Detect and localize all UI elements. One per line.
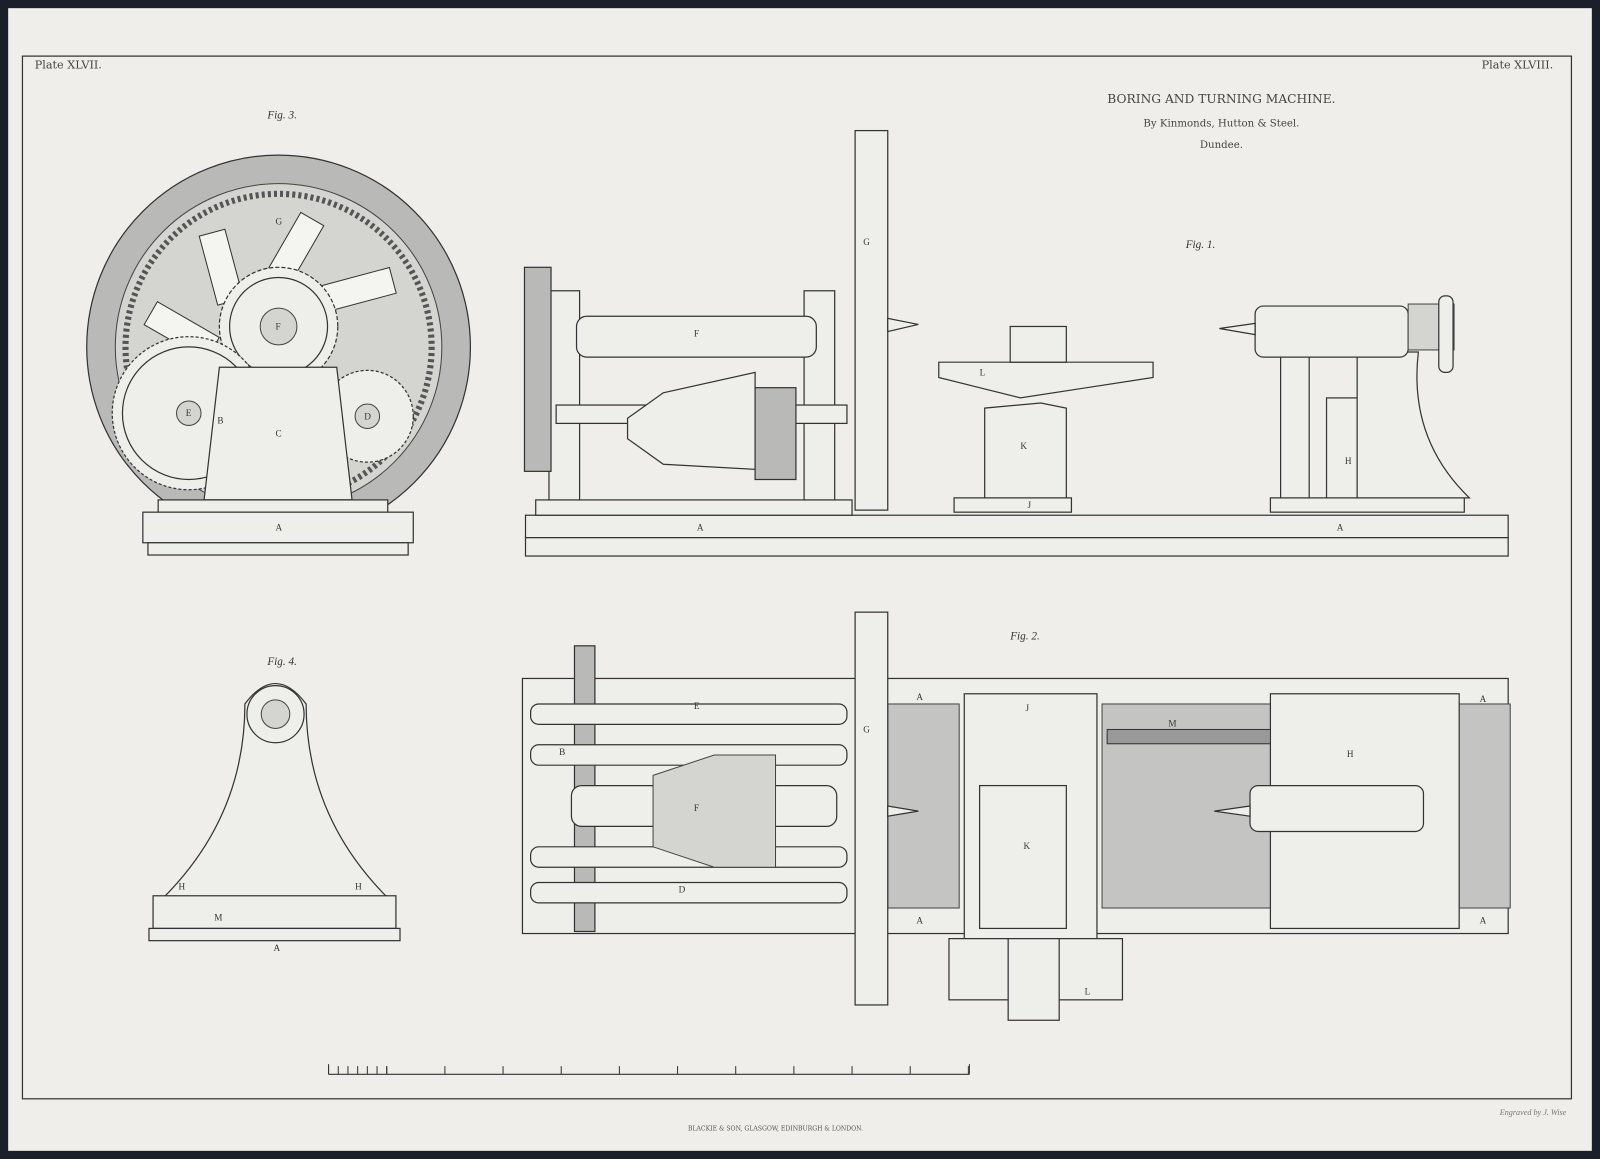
label-h: H [1345, 456, 1352, 466]
subtitle: By Kinmonds, Hutton & Steel. [1143, 119, 1299, 130]
fig3-label: Fig. 3. [266, 109, 297, 121]
fig1-label: Fig. 1. [1185, 239, 1216, 251]
label-l: L [980, 367, 986, 377]
label-d: D [679, 885, 686, 895]
label-f: F [276, 322, 281, 332]
label-j: J [1028, 500, 1032, 510]
label-m: M [214, 912, 222, 922]
fig2-plan-view: Fig. 2. E F D B G J K L M H A A A A [521, 611, 1511, 1021]
fig1-elevation: Fig. 1. F G K L J H A A [523, 129, 1509, 557]
label-h: H [1347, 749, 1354, 759]
label-j: J [1026, 703, 1030, 713]
label-k: K [1020, 441, 1027, 451]
label-e: E [694, 701, 700, 711]
label-k: K [1023, 841, 1030, 851]
location: Dundee. [1200, 140, 1243, 151]
label-g: G [863, 725, 870, 735]
label-b: B [217, 415, 223, 425]
plate-right-label: Plate XLVIII. [1482, 58, 1554, 71]
label-a: A [916, 692, 923, 702]
plate-border [21, 55, 1573, 1100]
fig2-label: Fig. 2. [1009, 631, 1040, 643]
label-h: H [355, 882, 362, 892]
plate-left-label: Plate XLVII. [35, 58, 102, 71]
label-a: A [697, 523, 704, 533]
label-a: A [1480, 915, 1487, 925]
fig4-end-view: Fig. 4. H H A M [148, 656, 401, 953]
label-a: A [276, 523, 283, 533]
fig4-label: Fig. 4. [266, 656, 297, 668]
label-g: G [863, 237, 870, 247]
label-h: H [179, 882, 186, 892]
label-b: B [559, 747, 565, 757]
label-a: A [916, 915, 923, 925]
engraver: Engraved by J. Wise [1499, 1108, 1567, 1117]
label-f: F [694, 803, 699, 813]
label-l: L [1085, 987, 1091, 997]
scale-bar [328, 1064, 970, 1075]
label-d: D [364, 411, 371, 421]
publisher: BLACKIE & SON, GLASGOW, EDINBURGH & LOND… [688, 1125, 863, 1132]
label-e: E [186, 408, 192, 418]
label-c: C [276, 429, 282, 439]
title: BORING AND TURNING MACHINE. [1107, 92, 1335, 106]
fig3-end-view: Fig. 3. G F E C D B A [86, 109, 472, 556]
label-a: A [273, 943, 280, 953]
label-a: A [1337, 523, 1344, 533]
label-f: F [694, 329, 699, 339]
label-m: M [1168, 718, 1176, 728]
label-a: A [1480, 694, 1487, 704]
label-g: G [276, 216, 283, 226]
